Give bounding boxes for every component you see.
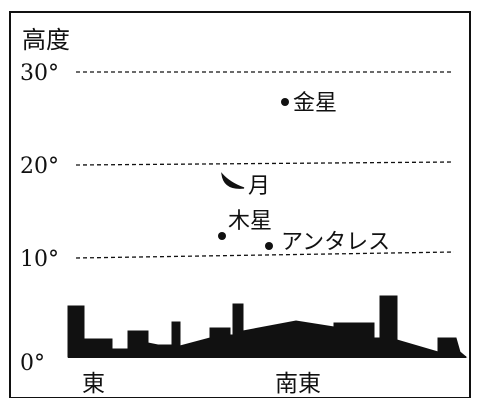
axis-title: 高度 (22, 26, 70, 54)
altitude-label-20: 20° (20, 154, 59, 179)
venus-dot (281, 98, 289, 106)
direction-label-east: 東 (82, 371, 105, 397)
antares-label: アンタレス (281, 230, 390, 255)
altitude-label-0: 0° (20, 351, 45, 376)
jupiter-label: 木星 (228, 209, 272, 234)
moon-crescent-icon (221, 172, 245, 189)
skyline-silhouette (67, 295, 468, 358)
moon-label: 月 (248, 174, 270, 199)
altitude-line-20 (75, 161, 455, 166)
altitude-label-10: 10° (20, 247, 59, 272)
antares-dot (265, 242, 273, 250)
altitude-line-10 (75, 251, 455, 259)
altitude-label-30: 30° (20, 61, 59, 86)
jupiter-dot (218, 232, 226, 240)
venus-label: 金星 (293, 91, 337, 116)
direction-label-southeast: 南東 (275, 371, 321, 397)
frame-border (9, 11, 471, 398)
